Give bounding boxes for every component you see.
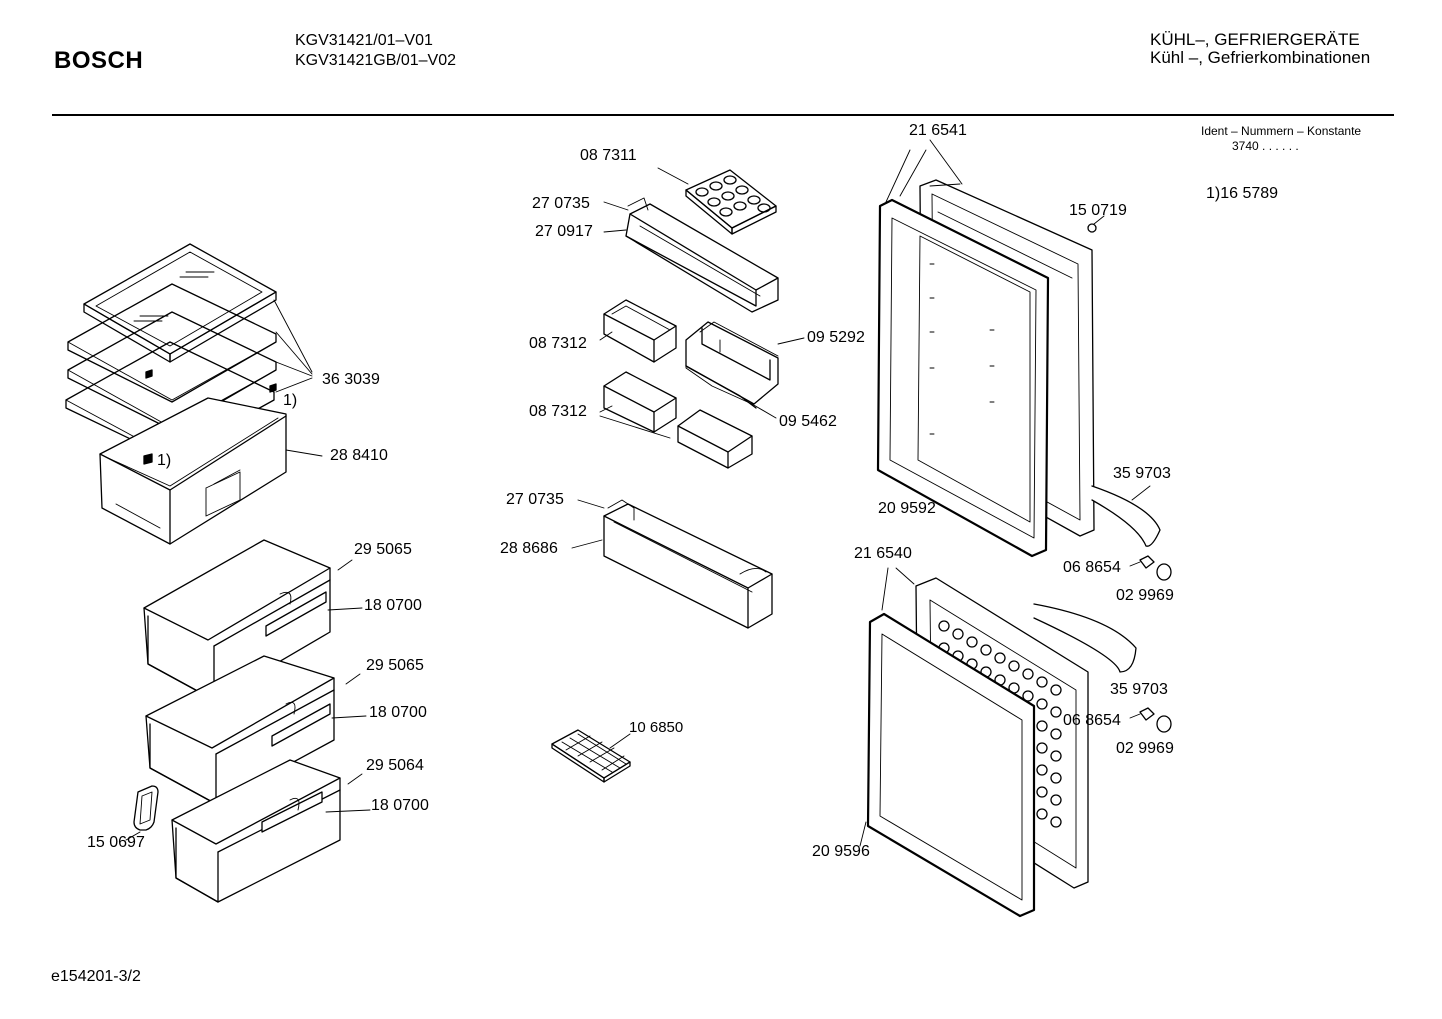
upper-gasket-drawing bbox=[876, 198, 1050, 558]
label-lower-screw: 06 8654 bbox=[1063, 712, 1121, 729]
vegetable-drawer-1-drawing bbox=[143, 539, 363, 701]
vegetable-drawer-2-drawing bbox=[145, 655, 367, 805]
ice-tray-drawing bbox=[551, 729, 631, 783]
label-door-shelf-top: 27 0917 bbox=[535, 223, 593, 240]
label-drawer-2: 29 5065 bbox=[366, 657, 424, 674]
label-lower-handle: 35 9703 bbox=[1110, 681, 1168, 698]
door-shelf-bottom-drawing bbox=[571, 499, 773, 629]
label-lower-gasket: 20 9596 bbox=[812, 843, 870, 860]
model-number-1: KGV31421/01–V01 bbox=[295, 32, 433, 49]
egg-tray-drawing bbox=[657, 167, 777, 235]
butter-box-b-drawing bbox=[599, 371, 677, 439]
label-shelf-note: 1) bbox=[283, 392, 298, 409]
label-lower-door: 21 6540 bbox=[854, 545, 912, 562]
dairy-lid-drawing bbox=[677, 409, 753, 469]
label-drawer-handle-3: 18 0700 bbox=[371, 797, 429, 814]
label-upper-cap: 02 9969 bbox=[1116, 587, 1174, 604]
label-glass-shelf: 36 3039 bbox=[322, 371, 380, 388]
door-shelf-top-drawing bbox=[603, 197, 779, 313]
model-number-2: KGV31421GB/01–V02 bbox=[295, 52, 457, 69]
header-divider bbox=[52, 114, 1394, 116]
label-drawer-handle-2: 18 0700 bbox=[369, 704, 427, 721]
dairy-box-drawing bbox=[685, 321, 805, 419]
label-dairy-box: 09 5292 bbox=[807, 329, 865, 346]
label-drawer-handle-1: 18 0700 bbox=[364, 597, 422, 614]
vegetable-drawer-3-drawing bbox=[171, 759, 371, 903]
ident-label: Ident – Nummern – Konstante bbox=[1201, 124, 1362, 138]
upper-handle-drawing bbox=[1091, 485, 1172, 581]
label-crisper-note: 1) bbox=[157, 452, 172, 469]
label-seal-clip: 15 0697 bbox=[87, 834, 145, 851]
label-ice-tray: 10 6850 bbox=[629, 719, 684, 736]
seal-clip-drawing bbox=[125, 785, 159, 841]
label-door-shelf-bottom: 28 8686 bbox=[500, 540, 558, 557]
glass-shelf-drawing bbox=[65, 243, 313, 459]
category-title: KÜHL–, GEFRIERGERÄTE bbox=[1150, 30, 1360, 49]
label-upper-handle: 35 9703 bbox=[1113, 465, 1171, 482]
label-crisper-cover: 28 8410 bbox=[330, 447, 388, 464]
lower-gasket-drawing bbox=[859, 612, 1036, 918]
label-drawer-3: 29 5064 bbox=[366, 757, 424, 774]
crisper-cover-drawing bbox=[99, 397, 323, 545]
ident-value: 3740 . . . . . . bbox=[1232, 139, 1299, 153]
lower-handle-drawing bbox=[1033, 603, 1172, 733]
brand-logo: BOSCH bbox=[54, 47, 144, 74]
label-upper-gasket: 20 9592 bbox=[878, 500, 936, 517]
category-subtitle: Kühl –, Gefrierkombinationen bbox=[1150, 48, 1371, 67]
label-butter-box-a: 08 7312 bbox=[529, 335, 587, 352]
label-lower-cap: 02 9969 bbox=[1116, 740, 1174, 757]
label-dairy-lid: 09 5462 bbox=[779, 413, 837, 430]
label-drawer-1: 29 5065 bbox=[354, 541, 412, 558]
label-upper-screw: 06 8654 bbox=[1063, 559, 1121, 576]
label-bottle-rack-top: 27 0735 bbox=[532, 195, 590, 212]
label-butter-box-b: 08 7312 bbox=[529, 403, 587, 420]
footnote-part: 1)16 5789 bbox=[1206, 185, 1279, 202]
label-upper-door: 21 6541 bbox=[909, 122, 967, 139]
label-egg-tray: 08 7311 bbox=[580, 147, 637, 164]
drawing-id: e154201-3/2 bbox=[51, 968, 141, 985]
butter-box-a-drawing bbox=[599, 299, 677, 363]
label-door-bearing: 15 0719 bbox=[1069, 202, 1127, 219]
label-bottle-rack-bottom: 27 0735 bbox=[506, 491, 564, 508]
